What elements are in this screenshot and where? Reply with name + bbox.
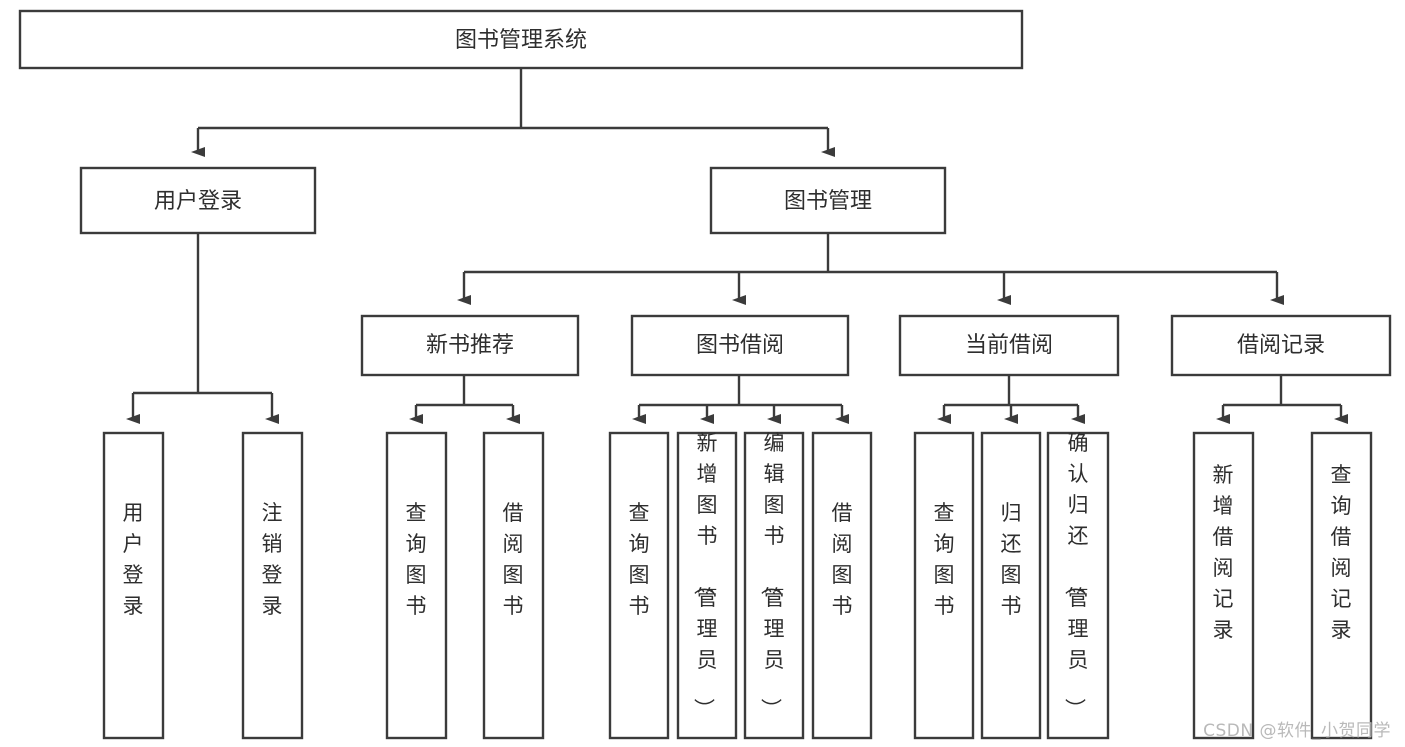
leaf-node-13[interactable]: 查询借阅记录 <box>1310 431 1373 740</box>
node-root-label: 图书管理系统 <box>455 28 587 53</box>
node-record-box <box>1170 314 1392 377</box>
leaf-node-5[interactable]: 查询图书 <box>608 431 670 740</box>
connector-layer <box>126 68 1348 424</box>
leaf-node-7-box <box>743 431 805 740</box>
node-bookmgmt-label: 图书管理 <box>784 189 872 214</box>
leaf-node-3-box <box>385 431 448 740</box>
leaf-node-7[interactable]: 编辑图书（管理员） <box>743 431 805 740</box>
leaf-node-4-box <box>482 431 545 740</box>
leaf-node-1-box <box>102 431 165 740</box>
leaf-node-3[interactable]: 查询图书 <box>385 431 448 740</box>
leaf-node-6-label: 新增图书（管理员） <box>692 431 718 719</box>
leaf-node-12-label: 新增借阅记录 <box>1213 463 1234 642</box>
leaf-node-8-box <box>811 431 873 740</box>
leaf-node-2-box <box>241 431 304 740</box>
node-login-box <box>79 166 317 235</box>
leaf-node-9[interactable]: 查询图书 <box>913 431 975 740</box>
node-record-label: 借阅记录 <box>1237 333 1325 358</box>
node-borrow[interactable]: 图书借阅 <box>630 314 850 377</box>
leaf-node-11[interactable]: 确认归还（管理员） <box>1046 431 1110 740</box>
node-current[interactable]: 当前借阅 <box>898 314 1120 377</box>
leaf-node-9-label: 查询图书 <box>934 501 955 618</box>
leaf-node-5-label: 查询图书 <box>629 501 650 618</box>
leaf-node-8-label: 借阅图书 <box>832 501 853 618</box>
leaf-node-7-label: 编辑图书（管理员） <box>759 431 785 719</box>
node-current-label: 当前借阅 <box>965 333 1053 358</box>
node-bookmgmt-box <box>709 166 947 235</box>
node-newbook-box <box>360 314 580 377</box>
leaf-node-12[interactable]: 新增借阅记录 <box>1192 431 1255 740</box>
leaf-node-11-label: 确认归还（管理员） <box>1063 431 1089 719</box>
leaf-node-6[interactable]: 新增图书（管理员） <box>676 431 738 740</box>
leaf-node-12-box <box>1192 431 1255 740</box>
node-borrow-box <box>630 314 850 377</box>
leaf-node-2-label: 注销登录 <box>262 501 283 618</box>
leaf-node-10-label: 归还图书 <box>1001 501 1022 618</box>
leaf-node-3-label: 查询图书 <box>406 501 427 618</box>
leaf-node-9-box <box>913 431 975 740</box>
leaf-node-10-box <box>980 431 1042 740</box>
leaf-node-8[interactable]: 借阅图书 <box>811 431 873 740</box>
node-newbook[interactable]: 新书推荐 <box>360 314 580 377</box>
node-root-box <box>18 9 1024 70</box>
leaf-node-4-label: 借阅图书 <box>503 501 524 618</box>
node-newbook-label: 新书推荐 <box>426 333 514 358</box>
leaf-node-5-box <box>608 431 670 740</box>
leaf-node-13-box <box>1310 431 1373 740</box>
leaf-node-11-box <box>1046 431 1110 740</box>
leaf-node-10[interactable]: 归还图书 <box>980 431 1042 740</box>
node-login-label: 用户登录 <box>154 189 242 214</box>
leaf-node-13-label: 查询借阅记录 <box>1331 463 1352 642</box>
leaf-node-1-label: 用户登录 <box>123 501 144 618</box>
node-record[interactable]: 借阅记录 <box>1170 314 1392 377</box>
node-root[interactable]: 图书管理系统 <box>18 9 1024 70</box>
node-current-box <box>898 314 1120 377</box>
node-login[interactable]: 用户登录 <box>79 166 317 235</box>
leaf-node-4[interactable]: 借阅图书 <box>482 431 545 740</box>
csdn-watermark: CSDN @软件_小贺同学 <box>1203 721 1391 741</box>
leaf-node-2[interactable]: 注销登录 <box>241 431 304 740</box>
leaf-node-1[interactable]: 用户登录 <box>102 431 165 740</box>
node-bookmgmt[interactable]: 图书管理 <box>709 166 947 235</box>
leaf-node-6-box <box>676 431 738 740</box>
node-borrow-label: 图书借阅 <box>696 333 784 358</box>
